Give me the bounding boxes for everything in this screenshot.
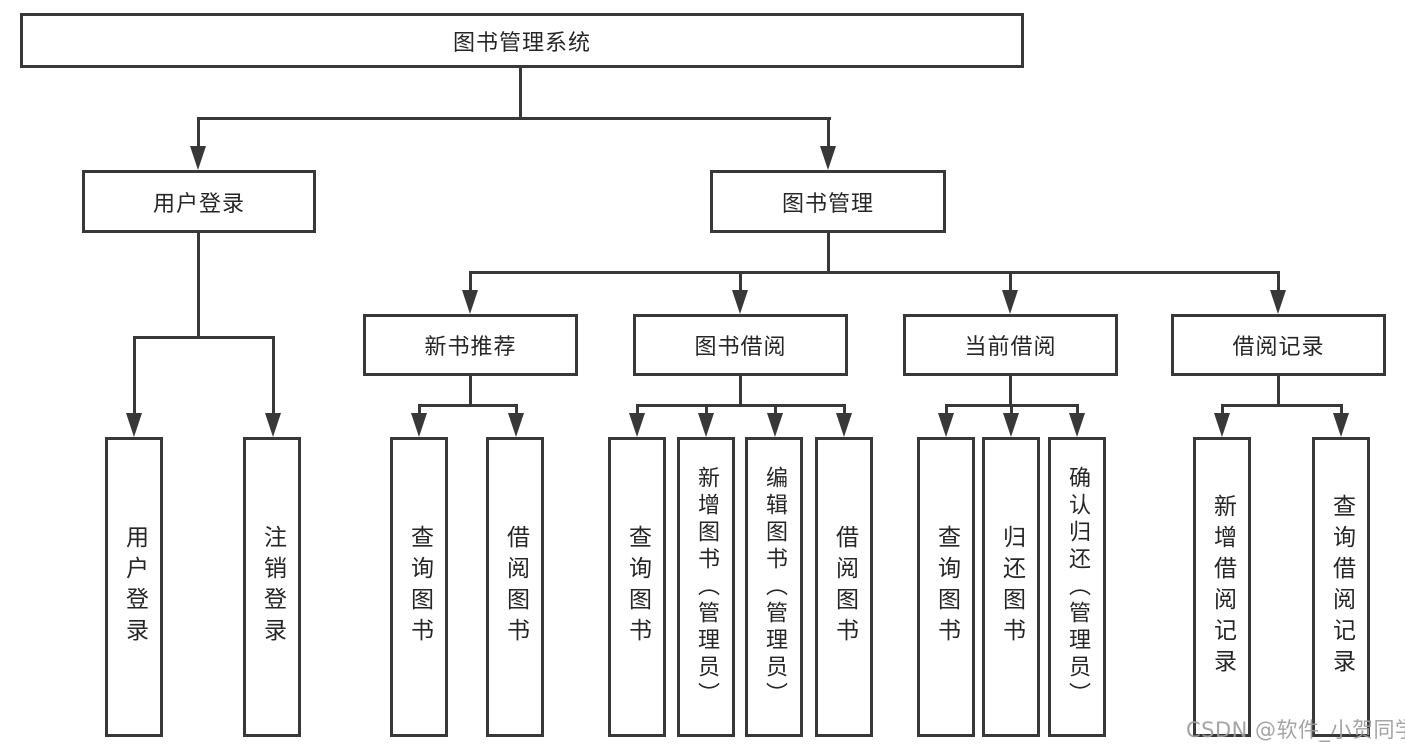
arrow-down-icon [1003,413,1019,437]
leaf-borrow-books-recommend: 借阅图书 [486,437,544,737]
leaf-borrow-books-recommend-label: 借阅图书 [502,525,529,649]
node-new-book-recommend-label: 新书推荐 [424,335,517,360]
connector-line [843,404,846,416]
arrow-down-icon [190,146,206,170]
arrow-down-icon [1002,290,1018,314]
connector-line [1009,376,1012,407]
connector-line [418,404,518,407]
arrow-down-icon [698,413,714,437]
leaf-return-books-label: 归还图书 [998,525,1025,649]
connector-line [636,404,846,407]
csdn-watermark: CSDN @软件_小贺同学 [1186,718,1405,742]
connector-line [1076,404,1079,416]
arrow-down-icon [938,413,954,437]
leaf-confirm-return-admin: 确认归还（管理员） [1048,437,1106,737]
leaf-query-borrow-record: 查询借阅记录 [1312,437,1370,737]
arrow-down-icon [508,413,524,437]
leaf-add-books-admin: 新增图书（管理员） [677,437,735,737]
arrow-down-icon [462,290,478,314]
leaf-logout-label: 注销登录 [259,525,286,649]
connector-line [469,271,472,293]
leaf-query-books-recommend: 查询图书 [390,437,448,737]
arrow-down-icon [767,413,783,437]
connector-line [945,404,948,416]
connector-line [636,404,639,416]
connector-line [739,376,742,407]
leaf-return-books: 归还图书 [982,437,1040,737]
arrow-down-icon [1270,290,1286,314]
node-current-borrowing: 当前借阅 [903,314,1118,376]
connector-line [197,233,200,339]
connector-line [1221,404,1224,416]
connector-line [197,117,200,149]
connector-line [739,271,742,293]
node-user-login: 用户登录 [82,170,316,233]
connector-line [1221,404,1343,407]
node-book-borrowing: 图书借阅 [633,314,848,376]
leaf-query-books-current-label: 查询图书 [933,525,960,649]
arrow-down-icon [732,290,748,314]
leaf-query-books-borrowing: 查询图书 [608,437,666,737]
connector-line [515,404,518,416]
connector-line [827,233,830,274]
leaf-confirm-return-admin-label: 确认归还（管理员） [1065,465,1090,709]
connector-line [1277,376,1280,407]
node-borrow-records: 借阅记录 [1171,314,1386,376]
node-current-borrowing-label: 当前借阅 [964,335,1057,360]
leaf-add-books-admin-label: 新增图书（管理员） [694,465,719,709]
leaf-user-login-label: 用户登录 [121,525,148,649]
connector-line [827,117,830,149]
connector-line [1009,271,1012,293]
connector-line [705,404,708,416]
arrow-down-icon [1069,413,1085,437]
arrow-down-icon [820,146,836,170]
connector-line [197,117,831,120]
arrow-down-icon [1214,413,1230,437]
leaf-query-books-borrowing-label: 查询图书 [624,525,651,649]
leaf-query-books-recommend-label: 查询图书 [406,525,433,649]
arrow-down-icon [1333,413,1349,437]
node-root-label: 图书管理系统 [452,30,591,56]
connector-line [1277,271,1280,293]
leaf-edit-books-admin: 编辑图书（管理员） [745,437,803,737]
leaf-borrow-books-borrowing-label: 借阅图书 [831,525,858,649]
arrow-down-icon [836,413,852,437]
leaf-logout: 注销登录 [243,437,301,737]
connector-line [469,271,1280,274]
node-book-borrowing-label: 图书借阅 [694,335,787,360]
node-book-management-label: 图书管理 [781,191,874,217]
leaf-user-login: 用户登录 [105,437,163,737]
arrow-down-icon [265,413,281,437]
arrow-down-icon [411,413,427,437]
leaf-edit-books-admin-label: 编辑图书（管理员） [762,465,787,709]
leaf-borrow-books-borrowing: 借阅图书 [815,437,873,737]
arrow-down-icon [629,413,645,437]
node-user-login-label: 用户登录 [152,191,245,217]
leaf-query-borrow-record-label: 查询借阅记录 [1328,494,1355,680]
connector-line [1010,404,1013,416]
node-borrow-records-label: 借阅记录 [1232,335,1325,360]
connector-line [418,404,421,416]
node-book-management: 图书管理 [710,170,946,233]
connector-line [133,336,136,416]
connector-line [133,336,275,339]
leaf-query-books-current: 查询图书 [917,437,975,737]
leaf-add-borrow-record-label: 新增借阅记录 [1209,494,1236,680]
connector-line [272,336,275,416]
arrow-down-icon [126,413,142,437]
node-new-book-recommend: 新书推荐 [363,314,578,376]
node-root-system: 图书管理系统 [20,13,1024,68]
leaf-add-borrow-record: 新增借阅记录 [1193,437,1251,737]
connector-line [1340,404,1343,416]
connector-line [519,66,522,119]
connector-line [469,376,472,407]
connector-line [774,404,777,416]
